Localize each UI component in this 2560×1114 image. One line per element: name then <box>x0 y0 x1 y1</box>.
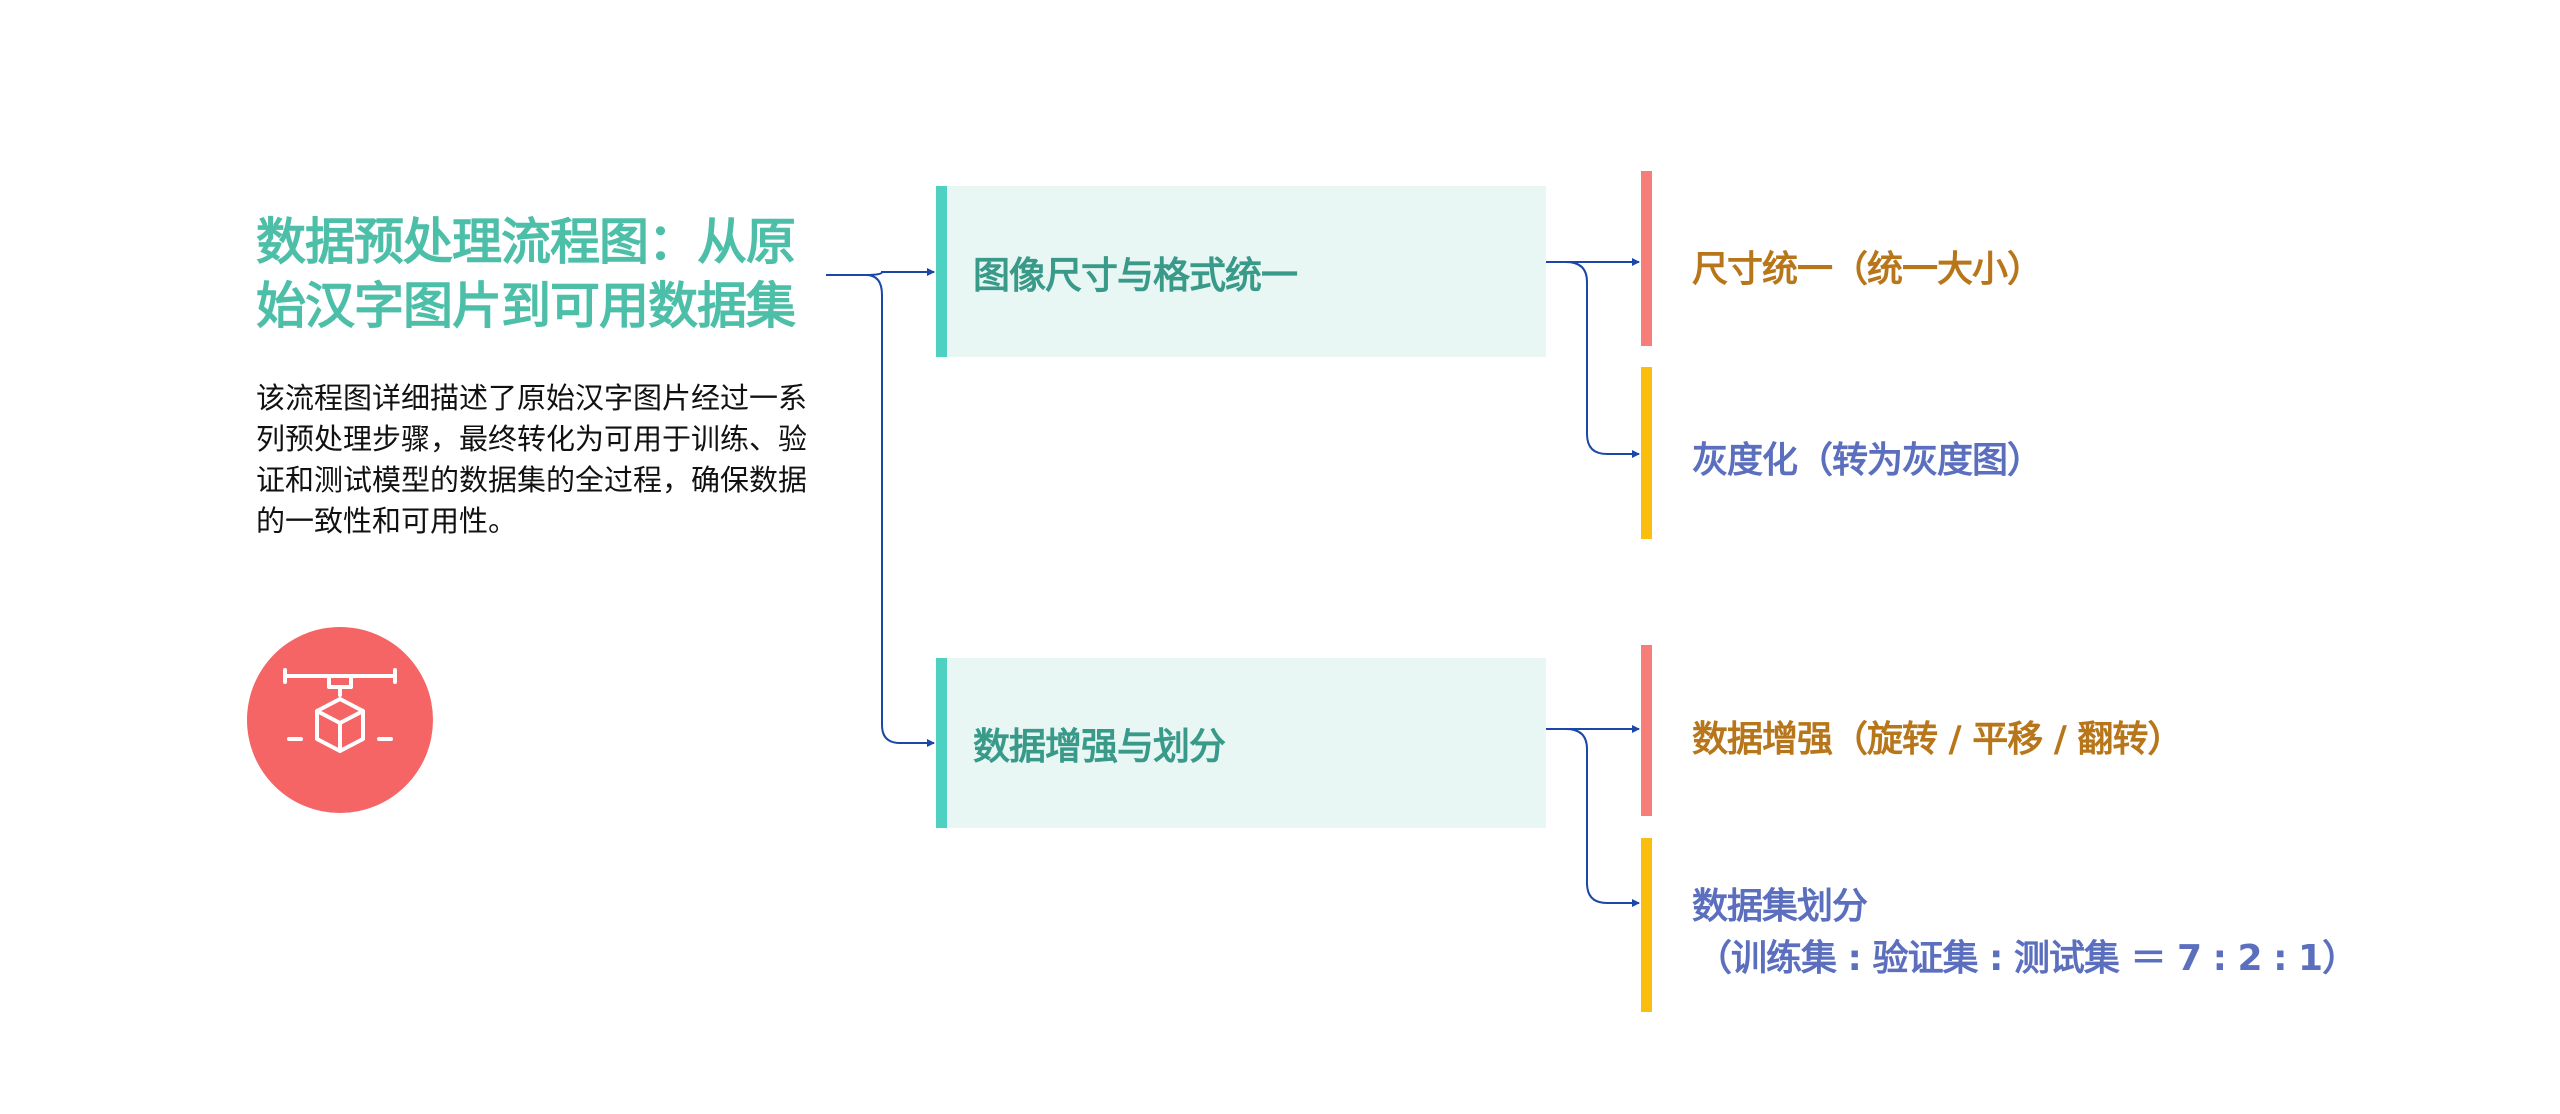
node-augmentation-split[interactable]: 数据增强与划分 <box>936 658 1546 828</box>
leaf-resize[interactable]: 尺寸统一（统一大小） <box>1692 249 2043 290</box>
connector-node1-leaf2 <box>1565 261 1640 458</box>
leaf-accent-bar <box>1641 838 1652 1012</box>
leaf-accent-bar <box>1641 645 1652 816</box>
node-label: 数据增强与划分 <box>973 725 1226 768</box>
leaf-dataset-split[interactable]: 数据集划分 <box>1692 886 1868 927</box>
3d-printer-cube-icon <box>247 627 433 813</box>
node-image-normalization[interactable]: 图像尺寸与格式统一 <box>936 186 1546 357</box>
diagram-description: 该流程图详细描述了原始汉字图片经过一系列预处理步骤，最终转化为可用于训练、验证和… <box>256 381 808 538</box>
leaf-augmentation[interactable]: 数据增强（旋转 / 平移 / 翻转） <box>1692 719 2183 760</box>
diagram-title: 数据预处理流程图：从原始汉字图片到可用数据集 <box>256 213 796 335</box>
connector-root-node1 <box>826 268 935 276</box>
connector-root-node2 <box>865 274 935 747</box>
leaf-accent-bar <box>1641 171 1652 346</box>
connector-node2-leaf4 <box>1565 728 1640 907</box>
leaf-dataset-split-ratio: （训练集 : 验证集 : 测试集 ＝ 7 : 2 : 1） <box>1696 938 2358 979</box>
leaf-accent-bar <box>1641 367 1652 539</box>
node-label: 图像尺寸与格式统一 <box>973 253 1298 297</box>
leaf-grayscale[interactable]: 灰度化（转为灰度图） <box>1692 440 2043 481</box>
